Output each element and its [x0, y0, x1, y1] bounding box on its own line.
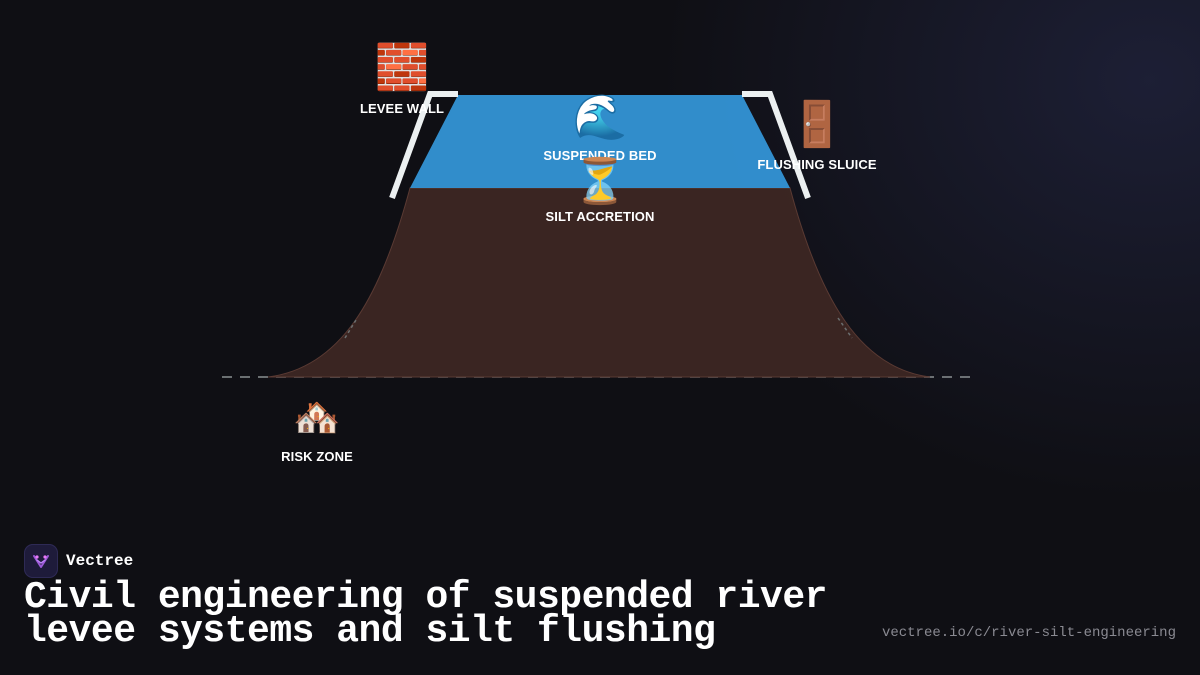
brand-name: Vectree — [66, 552, 134, 570]
suspended-bed-label: SUSPENDED BED — [543, 148, 657, 163]
left-levee-wall — [389, 91, 458, 200]
right-levee-wall — [742, 91, 811, 200]
vectree-logo-icon — [24, 544, 58, 578]
page-title: Civil engineering of suspended river lev… — [24, 576, 827, 653]
brand-block: Vectree — [24, 544, 133, 578]
houses-icon: 🏘️ — [293, 395, 341, 439]
water-wave-icon: 🌊 — [572, 92, 628, 143]
hourglass-icon: ⏳ — [572, 156, 628, 207]
risk-zone-label: RISK ZONE — [281, 449, 353, 464]
right-slope-mark — [837, 317, 853, 339]
source-url: vectree.io/c/river-silt-engineering — [881, 625, 1176, 641]
suspended-river-water — [410, 95, 790, 188]
door-icon: 🚪 — [789, 99, 845, 150]
levee-wall-label: LEVEE WALL — [359, 101, 445, 116]
brick-wall-icon: 🧱 — [374, 42, 430, 93]
silt-accretion-label: SILT ACCRETION — [545, 209, 655, 224]
flushing-sluice-label: FLUSHING SLUICE — [757, 157, 877, 172]
